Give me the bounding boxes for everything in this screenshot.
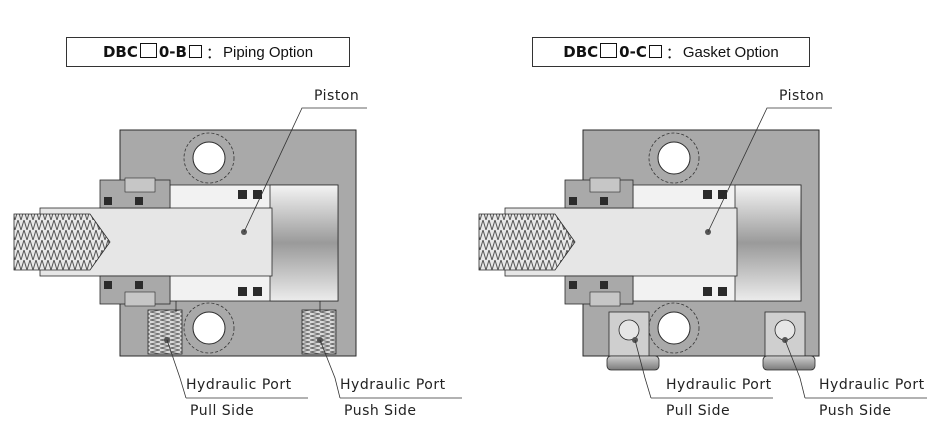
rod-thread (478, 213, 576, 271)
pull-gasket-port (608, 311, 650, 357)
cylinder-cross-section (13, 107, 462, 399)
seal (238, 190, 247, 199)
rod-thread (13, 213, 111, 271)
push-port-label: Hydraulic Port (819, 377, 925, 393)
seal (253, 190, 262, 199)
seal (104, 281, 112, 289)
cylinder-cross-section (478, 107, 927, 399)
seal (703, 287, 712, 296)
seal (569, 197, 577, 205)
seal (135, 281, 143, 289)
push-port-leader (319, 339, 341, 399)
pull-port-label: Hydraulic Port (186, 377, 292, 393)
seal (135, 197, 143, 205)
mount-hole (183, 132, 235, 184)
seal (600, 197, 608, 205)
piston-leader (243, 107, 367, 233)
pull-port-leader (166, 339, 187, 399)
seal (253, 287, 262, 296)
push-side-label: Push Side (819, 403, 892, 419)
gasket-plate (606, 355, 660, 371)
mount-hole (648, 132, 700, 184)
push-port-leader (784, 339, 806, 399)
seal (238, 287, 247, 296)
pull-side-label: Pull Side (190, 403, 255, 419)
mount-hole (648, 302, 700, 354)
option-name: Gasket Option (682, 43, 779, 61)
piston-head (269, 184, 339, 302)
piston-head (734, 184, 802, 302)
seal (703, 190, 712, 199)
piston-label: Piston (779, 88, 825, 104)
title-separator: ： (205, 43, 221, 62)
gasket-plate (762, 355, 816, 371)
piston-leader (707, 107, 832, 233)
push-side-label: Push Side (344, 403, 417, 419)
seal (569, 281, 577, 289)
push-port (301, 309, 337, 355)
pull-port-leader (634, 339, 652, 399)
placeholder-box-icon (648, 45, 662, 58)
pull-port-label: Hydraulic Port (666, 377, 772, 393)
mount-hole (183, 302, 235, 354)
push-port-label: Hydraulic Port (340, 377, 446, 393)
seal (718, 287, 727, 296)
pull-port (147, 309, 183, 355)
pull-side-label: Pull Side (666, 403, 731, 419)
piston-label: Piston (314, 88, 360, 104)
seal (718, 190, 727, 199)
option-name: Piping Option (222, 43, 314, 61)
placeholder-box-icon (188, 45, 202, 58)
placeholder-box-icon (600, 43, 618, 58)
seal (600, 281, 608, 289)
placeholder-box-icon (139, 43, 157, 58)
title-separator: ： (665, 43, 681, 62)
seal (104, 197, 112, 205)
